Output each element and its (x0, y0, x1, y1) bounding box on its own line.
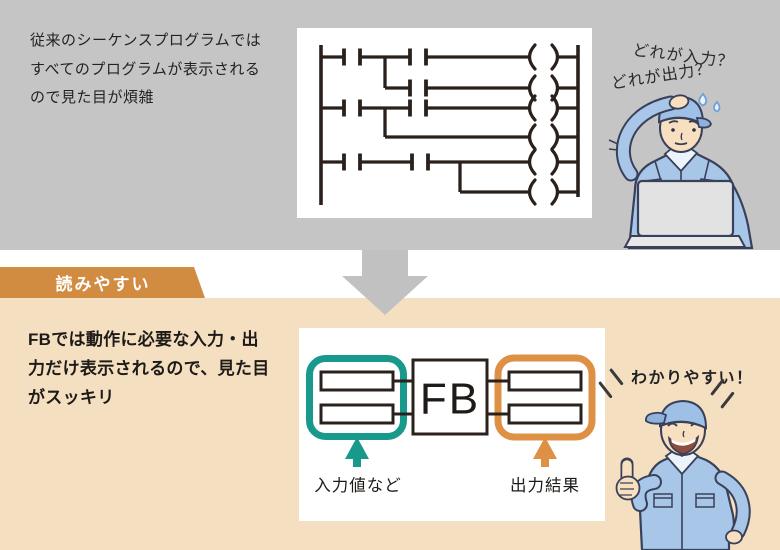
laptop-base (623, 235, 747, 248)
input-arrow-icon (345, 437, 369, 467)
fb-block-label: FB (420, 375, 480, 424)
cap-bill (645, 411, 668, 425)
output-group-ring (494, 354, 596, 441)
input-group-ring (306, 355, 407, 440)
laptop-screen-back (636, 179, 735, 238)
worker-cap (645, 399, 708, 430)
input-param-box (319, 370, 395, 392)
ladder-wires (321, 55, 578, 194)
down-arrow-icon (342, 250, 428, 315)
frown-mouth (674, 142, 688, 146)
description-line: ので見た目が煩雑 (30, 89, 155, 107)
fb-connectors (393, 379, 509, 416)
description-line: 力だけ表示されるので、見た目 (28, 358, 270, 378)
finger-lines (620, 482, 634, 496)
laptop-icon (623, 179, 747, 248)
fist (615, 475, 641, 501)
ladder-contacts (342, 48, 430, 171)
motion-marks (608, 139, 619, 151)
nose (680, 132, 683, 141)
confused-worker-illustration (605, 90, 770, 255)
hand-on-cap (668, 94, 690, 110)
ladder-coils (527, 43, 560, 206)
cap-bill (695, 117, 712, 129)
description-line: 従来のシーケンスプログラムでは (30, 32, 262, 49)
fb-description: FBでは動作に必要な入力・出 力だけ表示されるので、見た目 がスッキリ (28, 326, 270, 412)
teeth (671, 438, 696, 446)
chest-pockets (653, 493, 715, 508)
parameter-boxes (319, 370, 583, 425)
output-arrow-label: 出力結果 (510, 477, 580, 495)
description-line: がスッキリ (28, 387, 115, 407)
ladder-diagram (319, 43, 580, 206)
input-param-box (319, 403, 395, 425)
hand-on-hip (725, 529, 743, 545)
sweat-drops-icon (698, 92, 721, 113)
worker-body (638, 449, 735, 550)
akimbo-arm (714, 470, 751, 545)
input-arrow-label: 入力値など (314, 477, 402, 495)
left-eye (671, 128, 675, 132)
ribbon-label: 読みやすい (55, 275, 151, 294)
happy-worker-illustration (598, 390, 778, 550)
thumbs-up-arm (615, 457, 662, 512)
fb-diagram: FB (306, 354, 596, 467)
readable-ribbon: 読みやすい (0, 267, 205, 298)
fb-block (411, 358, 489, 436)
output-param-box (507, 403, 583, 425)
output-param-box (507, 370, 583, 392)
description-line: すべてのプログラムが表示される (30, 60, 261, 78)
nose (682, 430, 685, 438)
conventional-program-description: 従来のシーケンスプログラムでは すべてのプログラムが表示される ので見た目が煩雑 (30, 27, 261, 113)
description-line: FBでは動作に必要な入力・出 (28, 330, 259, 349)
output-arrow-icon (533, 437, 557, 467)
right-eye (692, 128, 696, 132)
scratching-arm (608, 94, 690, 182)
ladder-diagram-panel (297, 28, 592, 218)
fb-diagram-panel: FB 入力値など 出力結果 (299, 328, 605, 521)
speech-easy-to-understand: わかりやすい！ (631, 370, 754, 387)
